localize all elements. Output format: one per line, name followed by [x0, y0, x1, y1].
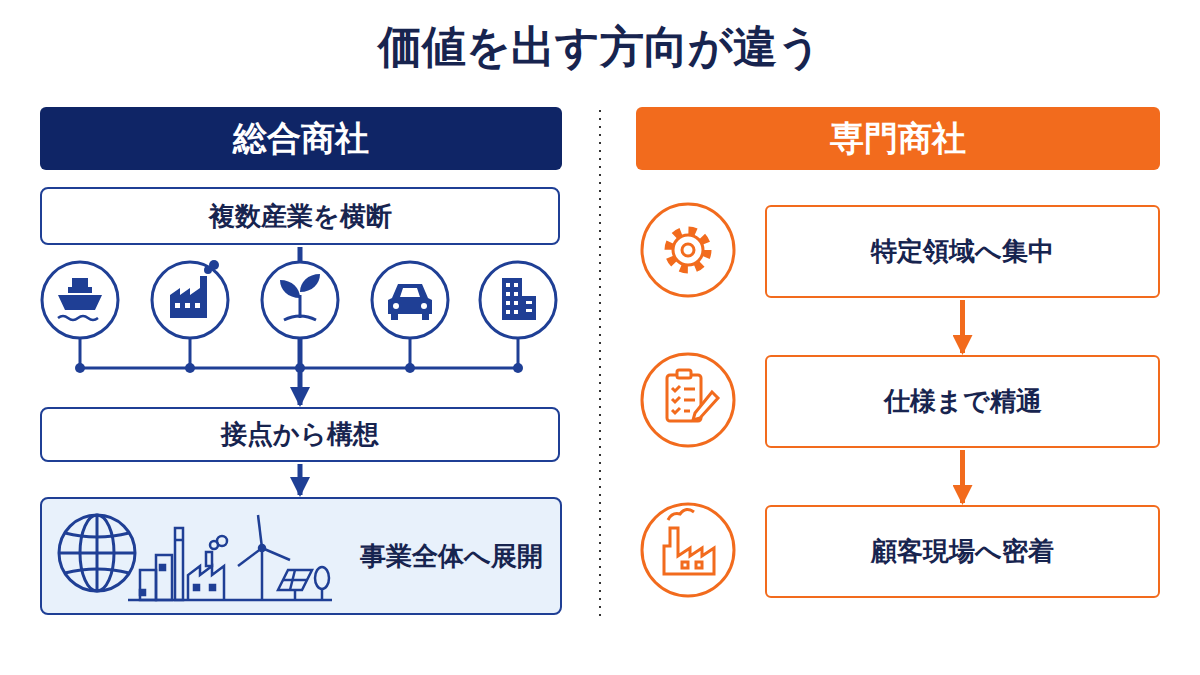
node-label: 複数産業を横断: [209, 199, 392, 234]
category-header: 専門商社: [636, 107, 1160, 170]
node-label: 専門商社: [830, 116, 966, 162]
node-label: 仕様まで精通: [884, 384, 1042, 419]
flow-arrow: [298, 464, 303, 495]
outcome-panel: 事業全体へ展開: [40, 497, 562, 615]
clipboard-icon: [667, 370, 718, 421]
plant-icon: [280, 274, 320, 320]
node-label: 総合商社: [233, 116, 369, 162]
node-label: 顧客現場へ密着: [871, 534, 1054, 569]
process-box: 顧客現場へ密着: [765, 505, 1160, 598]
node-label: 接点から構想: [221, 417, 379, 452]
car-icon: [388, 284, 432, 320]
node-label: 特定領域へ集中: [871, 234, 1054, 269]
process-box: 接点から構想: [40, 407, 560, 462]
globe-icon: [59, 515, 135, 591]
diagram-title: 価値を出す方向が違う: [0, 18, 1200, 77]
building-icon: [502, 278, 536, 320]
process-box: 複数産業を横断: [40, 187, 560, 245]
site-factory-icon: [664, 509, 714, 574]
flow-arrow: [960, 450, 965, 503]
node-label: 事業全体へ展開: [360, 539, 543, 574]
focus-icon-circles: [642, 204, 734, 596]
flow-arrow: [960, 300, 965, 353]
process-box: 特定領域へ集中: [765, 205, 1160, 298]
category-header: 総合商社: [40, 107, 562, 170]
ship-icon: [58, 278, 102, 320]
panel-fill: [41, 498, 561, 614]
factory-icon: [170, 260, 219, 318]
industry-icon-circles: [42, 262, 556, 338]
divider-line: [599, 110, 601, 618]
industry-skyline: [128, 515, 332, 600]
gear-icon: [669, 231, 707, 269]
bus-dots: [75, 363, 523, 373]
process-box: 仕様まで精通: [765, 355, 1160, 448]
